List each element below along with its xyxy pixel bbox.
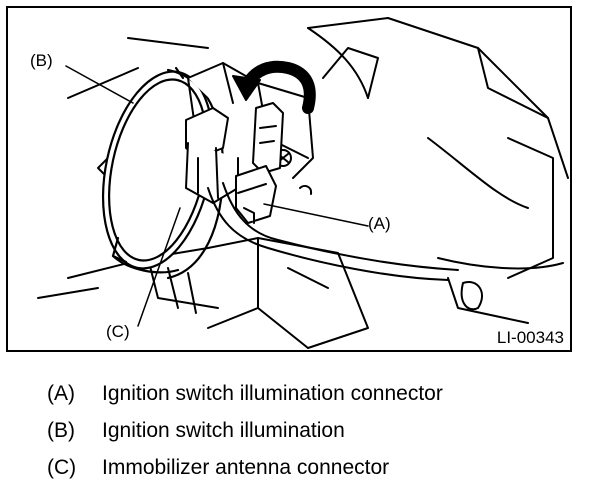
wire-harness	[207, 187, 449, 281]
leader-line-a	[263, 203, 369, 227]
legend-key: (C)	[47, 456, 77, 479]
legend-text: Ignition switch illumination	[102, 419, 345, 442]
legend-text: Immobilizer antenna connector	[102, 456, 390, 479]
immobilizer-connector	[185, 107, 239, 204]
figure-id-label: LI-00343	[496, 328, 564, 347]
leader-line-c	[137, 207, 181, 327]
callout-a: (A)	[368, 214, 391, 233]
legend-text: Ignition switch illumination connector	[102, 382, 443, 405]
illumination-connector	[235, 102, 284, 224]
ignition-switch-illustration	[37, 17, 569, 349]
callout-b: (B)	[30, 51, 53, 70]
legend-key: (B)	[47, 419, 75, 442]
illustration-frame: (B) (A) (C) LI-00343	[6, 6, 572, 352]
column-housing-outline	[307, 17, 569, 179]
leader-line-b	[65, 65, 134, 104]
rotation-arrow-icon	[242, 60, 316, 114]
legend-key: (A)	[47, 382, 75, 405]
callout-c: (C)	[106, 322, 130, 341]
